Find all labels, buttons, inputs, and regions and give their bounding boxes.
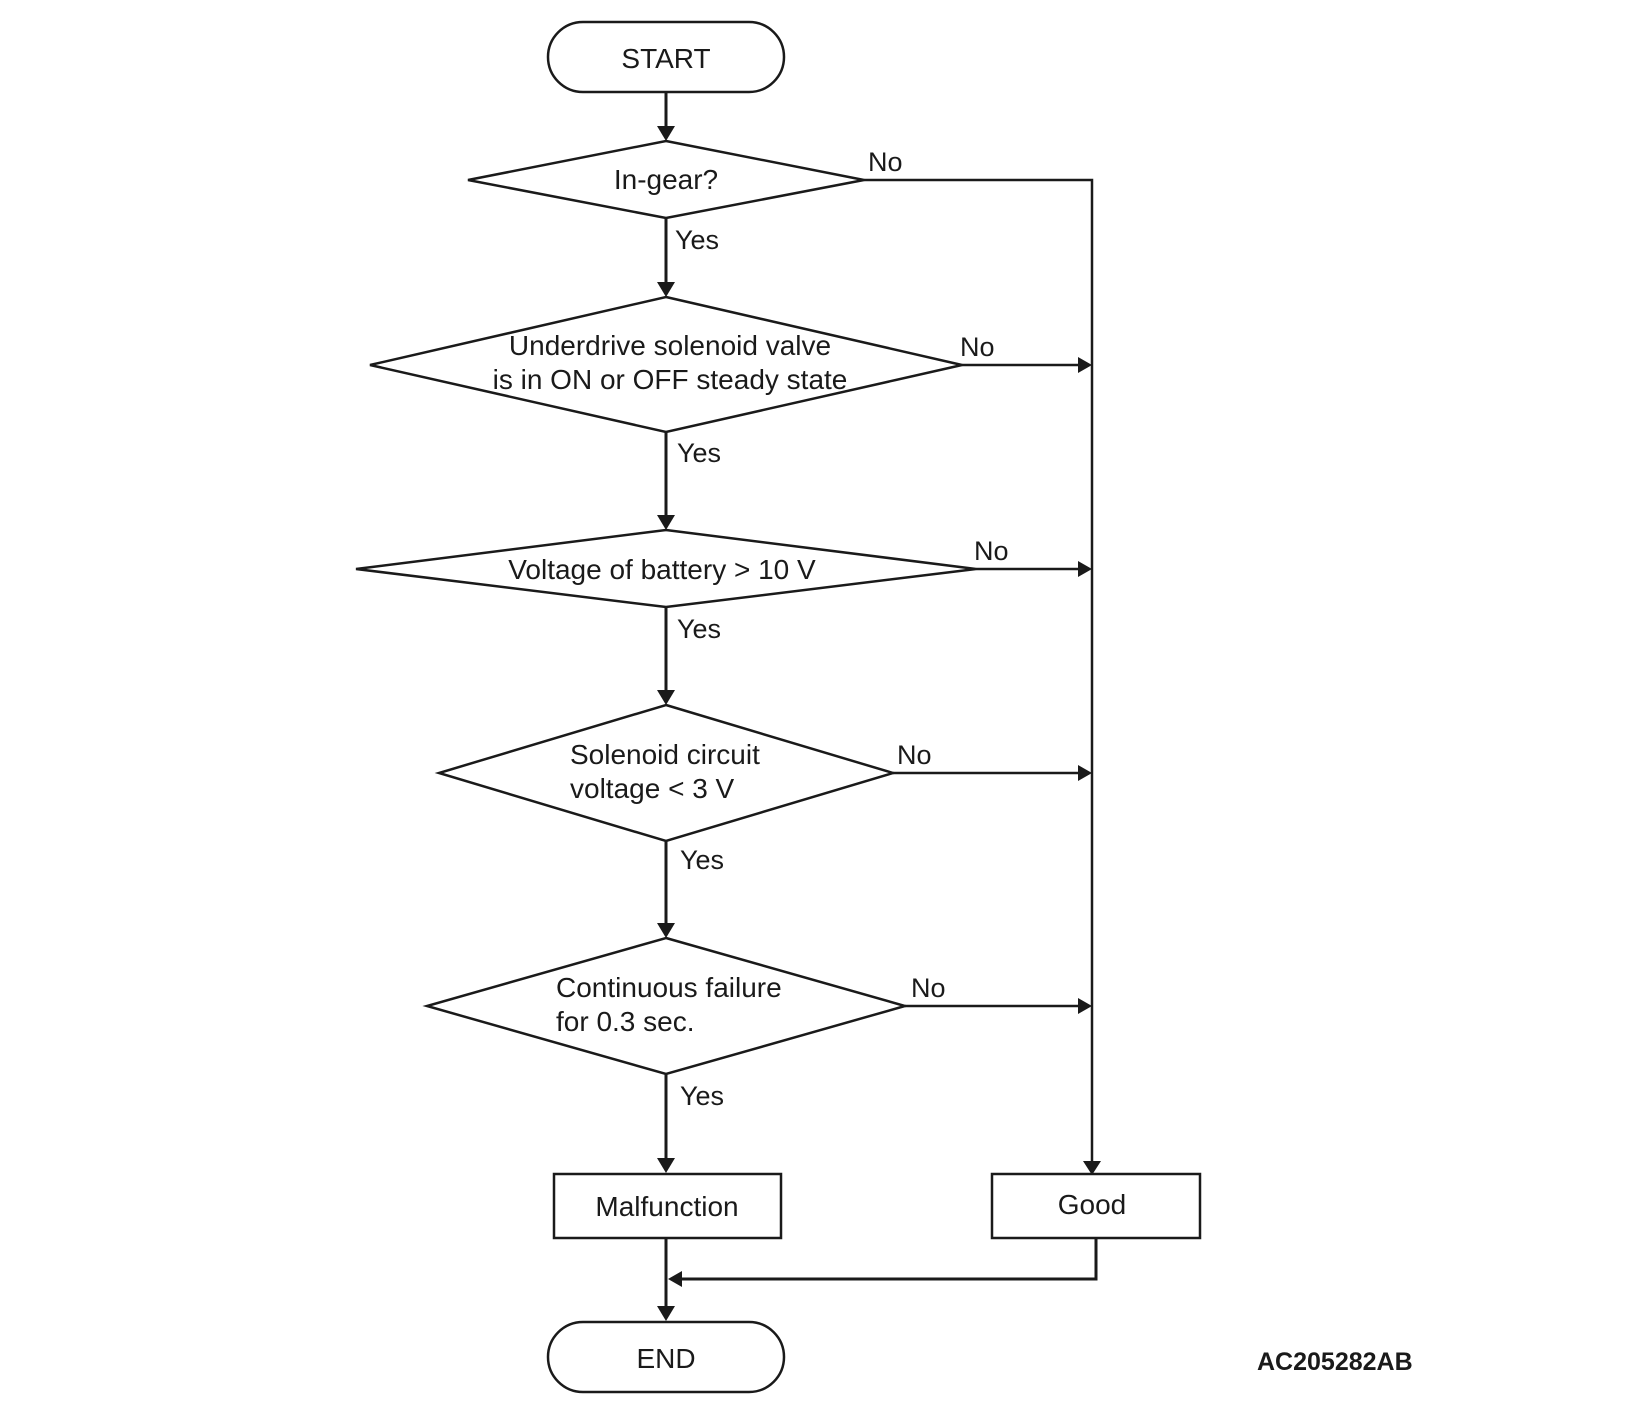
malfunction-label: Malfunction [595,1191,738,1222]
decision-solenoid-circuit-line1: Solenoid circuit [570,739,760,770]
q5-no-label: No [911,973,946,1003]
decision-underdrive-line1: Underdrive solenoid valve [509,330,831,361]
decision-underdrive-solenoid: Underdrive solenoid valve is in ON or OF… [369,295,963,434]
figure-code: AC205282AB [1257,1348,1413,1376]
start-label: START [621,43,710,74]
decision-battery-voltage-label: Voltage of battery > 10 V [508,554,816,585]
arrowhead [668,1271,682,1287]
q2-no-label: No [960,332,995,362]
q3-no-label: No [974,536,1009,566]
q4-no-label: No [897,740,932,770]
arrowhead [657,282,675,297]
decision-in-gear-label: In-gear? [614,164,718,195]
q5-yes-label: Yes [680,1081,724,1111]
q2-yes-label: Yes [677,438,721,468]
connector-good-merge [682,1238,1098,1281]
arrowhead [1078,765,1092,781]
arrowhead [657,1158,675,1173]
q4-yes-label: Yes [680,845,724,875]
decision-continuous-failure: Continuous failure for 0.3 sec. [422,936,910,1076]
arrowhead [657,515,675,530]
end-label: END [636,1343,695,1374]
decision-underdrive-line2: is in ON or OFF steady state [493,364,848,395]
arrowhead [1078,561,1092,577]
good-label: Good [1058,1189,1127,1220]
arrowhead [657,923,675,938]
decision-solenoid-circuit-voltage: Solenoid circuit voltage < 3 V [434,703,898,843]
decision-battery-voltage: Voltage of battery > 10 V [355,528,977,609]
q1-no-label: No [868,147,903,177]
arrowhead [1078,998,1092,1014]
decision-solenoid-circuit-line2: voltage < 3 V [570,773,735,804]
arrowhead [657,1306,675,1321]
q3-yes-label: Yes [677,614,721,644]
connector-q1-no [864,178,1094,1164]
end-terminal: END [546,1320,786,1394]
malfunction-box: Malfunction [552,1172,783,1240]
good-box: Good [990,1172,1202,1240]
decision-continuous-failure-line2: for 0.3 sec. [556,1006,695,1037]
decision-continuous-failure-line1: Continuous failure [556,972,782,1003]
arrowhead [657,690,675,705]
start-terminal: START [546,20,786,94]
arrowhead [1083,1161,1101,1175]
arrowhead [657,126,675,141]
q1-yes-label: Yes [675,225,719,255]
decision-in-gear: In-gear? [467,139,865,220]
arrowhead [1078,357,1092,373]
